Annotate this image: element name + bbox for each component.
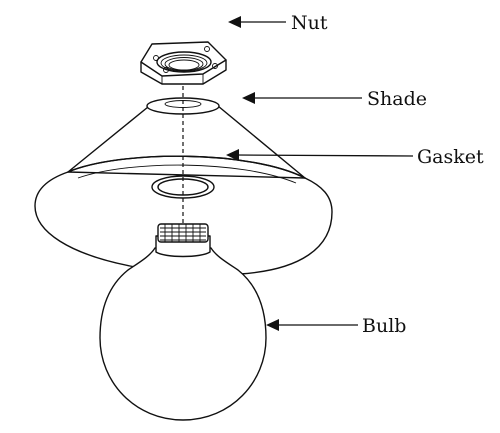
nut-callout-arrow (228, 16, 286, 28)
gasket-label: Gasket (417, 146, 484, 168)
nut-part (140, 41, 227, 85)
shade-callout-arrow (242, 92, 362, 104)
nut-label: Nut (291, 12, 328, 34)
gasket-callout-arrow (226, 149, 414, 161)
bulb-part (99, 223, 267, 421)
shade-label: Shade (367, 88, 427, 110)
bulb-callout-arrow (266, 319, 358, 331)
bulb-label: Bulb (362, 315, 406, 337)
